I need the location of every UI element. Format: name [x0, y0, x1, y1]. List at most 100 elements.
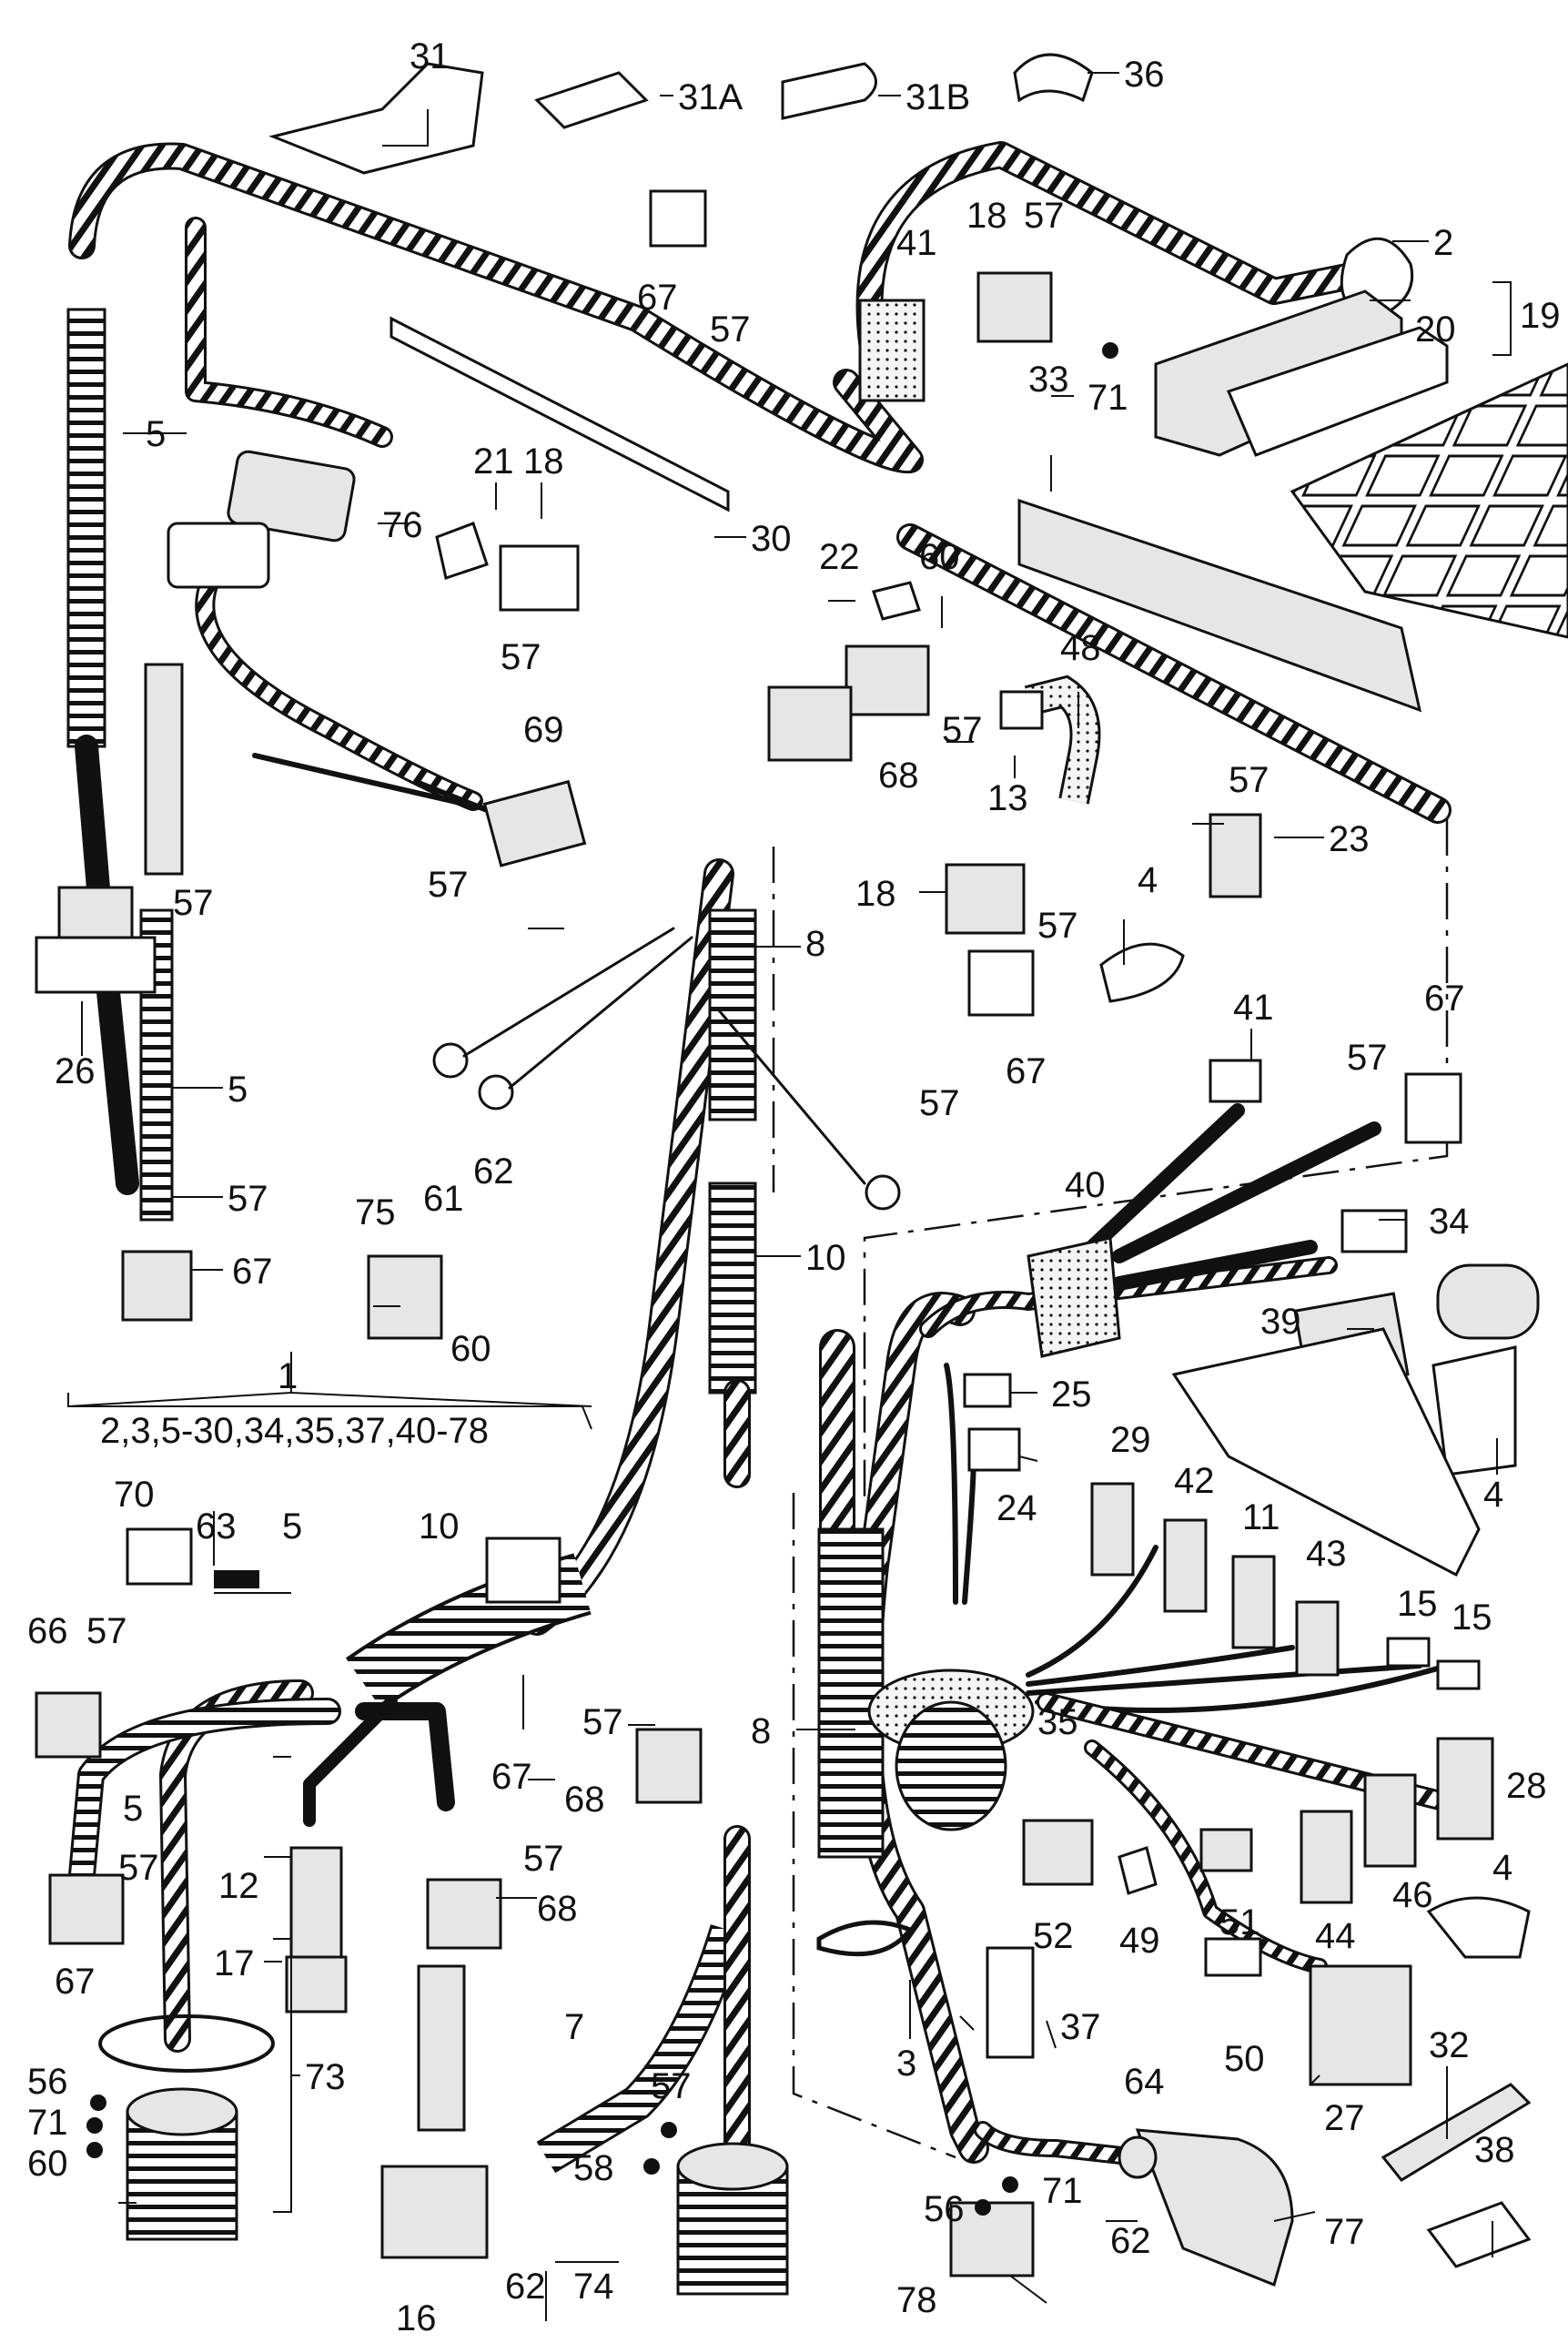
- sleeve-10-upper: [708, 1182, 757, 1395]
- label-1: 1: [278, 1356, 298, 1396]
- seal-63: [214, 1570, 259, 1588]
- label-62a: 62: [473, 1151, 514, 1192]
- ecu-connector-20: [1154, 289, 1449, 457]
- label-39: 39: [1260, 1302, 1301, 1342]
- label-44: 44: [1315, 1916, 1356, 1956]
- sensor-77: [1135, 2128, 1294, 2287]
- label-3: 3: [896, 2044, 916, 2084]
- label-57g: 57: [173, 883, 214, 923]
- clip-25: [963, 1373, 1012, 1408]
- bulb-64: [1118, 2135, 1158, 2179]
- label-51: 51: [1219, 1902, 1260, 1942]
- label-5c: 5: [282, 1506, 302, 1547]
- ecu-grid: [1290, 362, 1568, 639]
- label-71a: 71: [27, 2103, 68, 2143]
- label-10a: 10: [805, 1238, 846, 1278]
- label-57b: 57: [710, 309, 751, 350]
- grommet-37: [986, 1946, 1035, 2059]
- cap-21: [435, 522, 489, 580]
- clip-4c: [1426, 1896, 1531, 1959]
- label-22: 22: [819, 537, 860, 577]
- label-27: 27: [1324, 2098, 1365, 2138]
- connector-67c: [967, 949, 1035, 1017]
- label-57e: 57: [1229, 760, 1270, 800]
- label-36: 36: [1124, 55, 1165, 95]
- label-57f: 57: [428, 865, 469, 905]
- housing-29: [1090, 1482, 1135, 1577]
- strip-32: [1381, 2083, 1532, 2182]
- clip-4b: [1431, 1345, 1517, 1476]
- connector-68b: [635, 1728, 703, 1804]
- label-1-range: 2,3,5-30,34,35,37,40-78: [100, 1411, 489, 1451]
- cable-tie-3: [816, 1920, 914, 1957]
- clip-24: [967, 1427, 1021, 1472]
- oxygen-sensor: [417, 1964, 466, 2132]
- connector-17: [285, 1955, 348, 2013]
- housing-28: [1436, 1737, 1494, 1841]
- label-29: 29: [1110, 1420, 1151, 1460]
- cap-22: [872, 581, 921, 621]
- label-23: 23: [1329, 819, 1370, 859]
- grommet-35: [867, 1668, 1035, 1831]
- label-37: 37: [1060, 2007, 1101, 2047]
- label-57p: 57: [651, 2066, 692, 2106]
- label-75: 75: [355, 1192, 396, 1232]
- label-20: 20: [1415, 309, 1456, 350]
- connector-41b: [1209, 1059, 1262, 1103]
- connector-75: [367, 1254, 443, 1340]
- module-27: [1309, 1964, 1412, 2086]
- motor: [1436, 1263, 1540, 1340]
- label-68c: 68: [537, 1889, 578, 1929]
- label-57l: 57: [86, 1611, 127, 1651]
- label-67e: 67: [491, 1757, 532, 1797]
- label-69: 69: [523, 710, 564, 750]
- connector-23: [1209, 813, 1262, 898]
- connector-51: [1199, 1828, 1253, 1872]
- components: [35, 53, 1568, 2296]
- clamp-36: [1013, 53, 1094, 103]
- clip-38: [1426, 2201, 1532, 2268]
- connector-50: [1204, 1937, 1262, 1977]
- label-68a: 68: [878, 756, 919, 796]
- label-57j: 57: [1347, 1038, 1388, 1078]
- plug-13: [999, 690, 1044, 730]
- sensor-12: [289, 1846, 343, 1959]
- label-5b: 5: [228, 1070, 248, 1110]
- label-67b: 67: [232, 1252, 273, 1292]
- label-60a: 60: [919, 537, 960, 577]
- seal-71b: [1102, 342, 1118, 359]
- label-26: 26: [55, 1051, 96, 1091]
- housing-46: [1363, 1773, 1417, 1868]
- seal-57p: [661, 2122, 677, 2138]
- label-57i: 57: [919, 1083, 960, 1123]
- bracket-31: [268, 62, 484, 175]
- bracket-30: [389, 316, 730, 512]
- housing-43: [1295, 1600, 1340, 1677]
- connector-15b: [1436, 1659, 1481, 1690]
- connector-67a: [649, 189, 707, 248]
- label-64: 64: [1124, 2062, 1165, 2102]
- label-71b: 71: [1087, 378, 1128, 418]
- label-50: 50: [1224, 2039, 1265, 2079]
- label-41a: 41: [896, 223, 937, 263]
- connector-69: [482, 779, 587, 867]
- label-15b: 15: [1452, 1598, 1492, 1638]
- label-32: 32: [1429, 2025, 1470, 2065]
- label-57c: 57: [501, 637, 541, 677]
- label-57d: 57: [942, 710, 983, 750]
- sleeve-8-lower: [817, 1527, 885, 1859]
- connector-74: [676, 2142, 789, 2296]
- label-56a: 56: [27, 2062, 68, 2102]
- connector-34: [1340, 1209, 1408, 1253]
- connector-70: [126, 1527, 193, 1586]
- connector-78: [949, 2201, 1035, 2277]
- connector-18b: [499, 544, 580, 612]
- housing-44: [1300, 1810, 1353, 1904]
- label-52: 52: [1033, 1916, 1074, 1956]
- label-18c: 18: [855, 874, 896, 914]
- label-57m: 57: [582, 1702, 623, 1742]
- connector-67f: [48, 1873, 125, 1945]
- connector-67e: [485, 1537, 561, 1604]
- seal-56b: [975, 2199, 991, 2216]
